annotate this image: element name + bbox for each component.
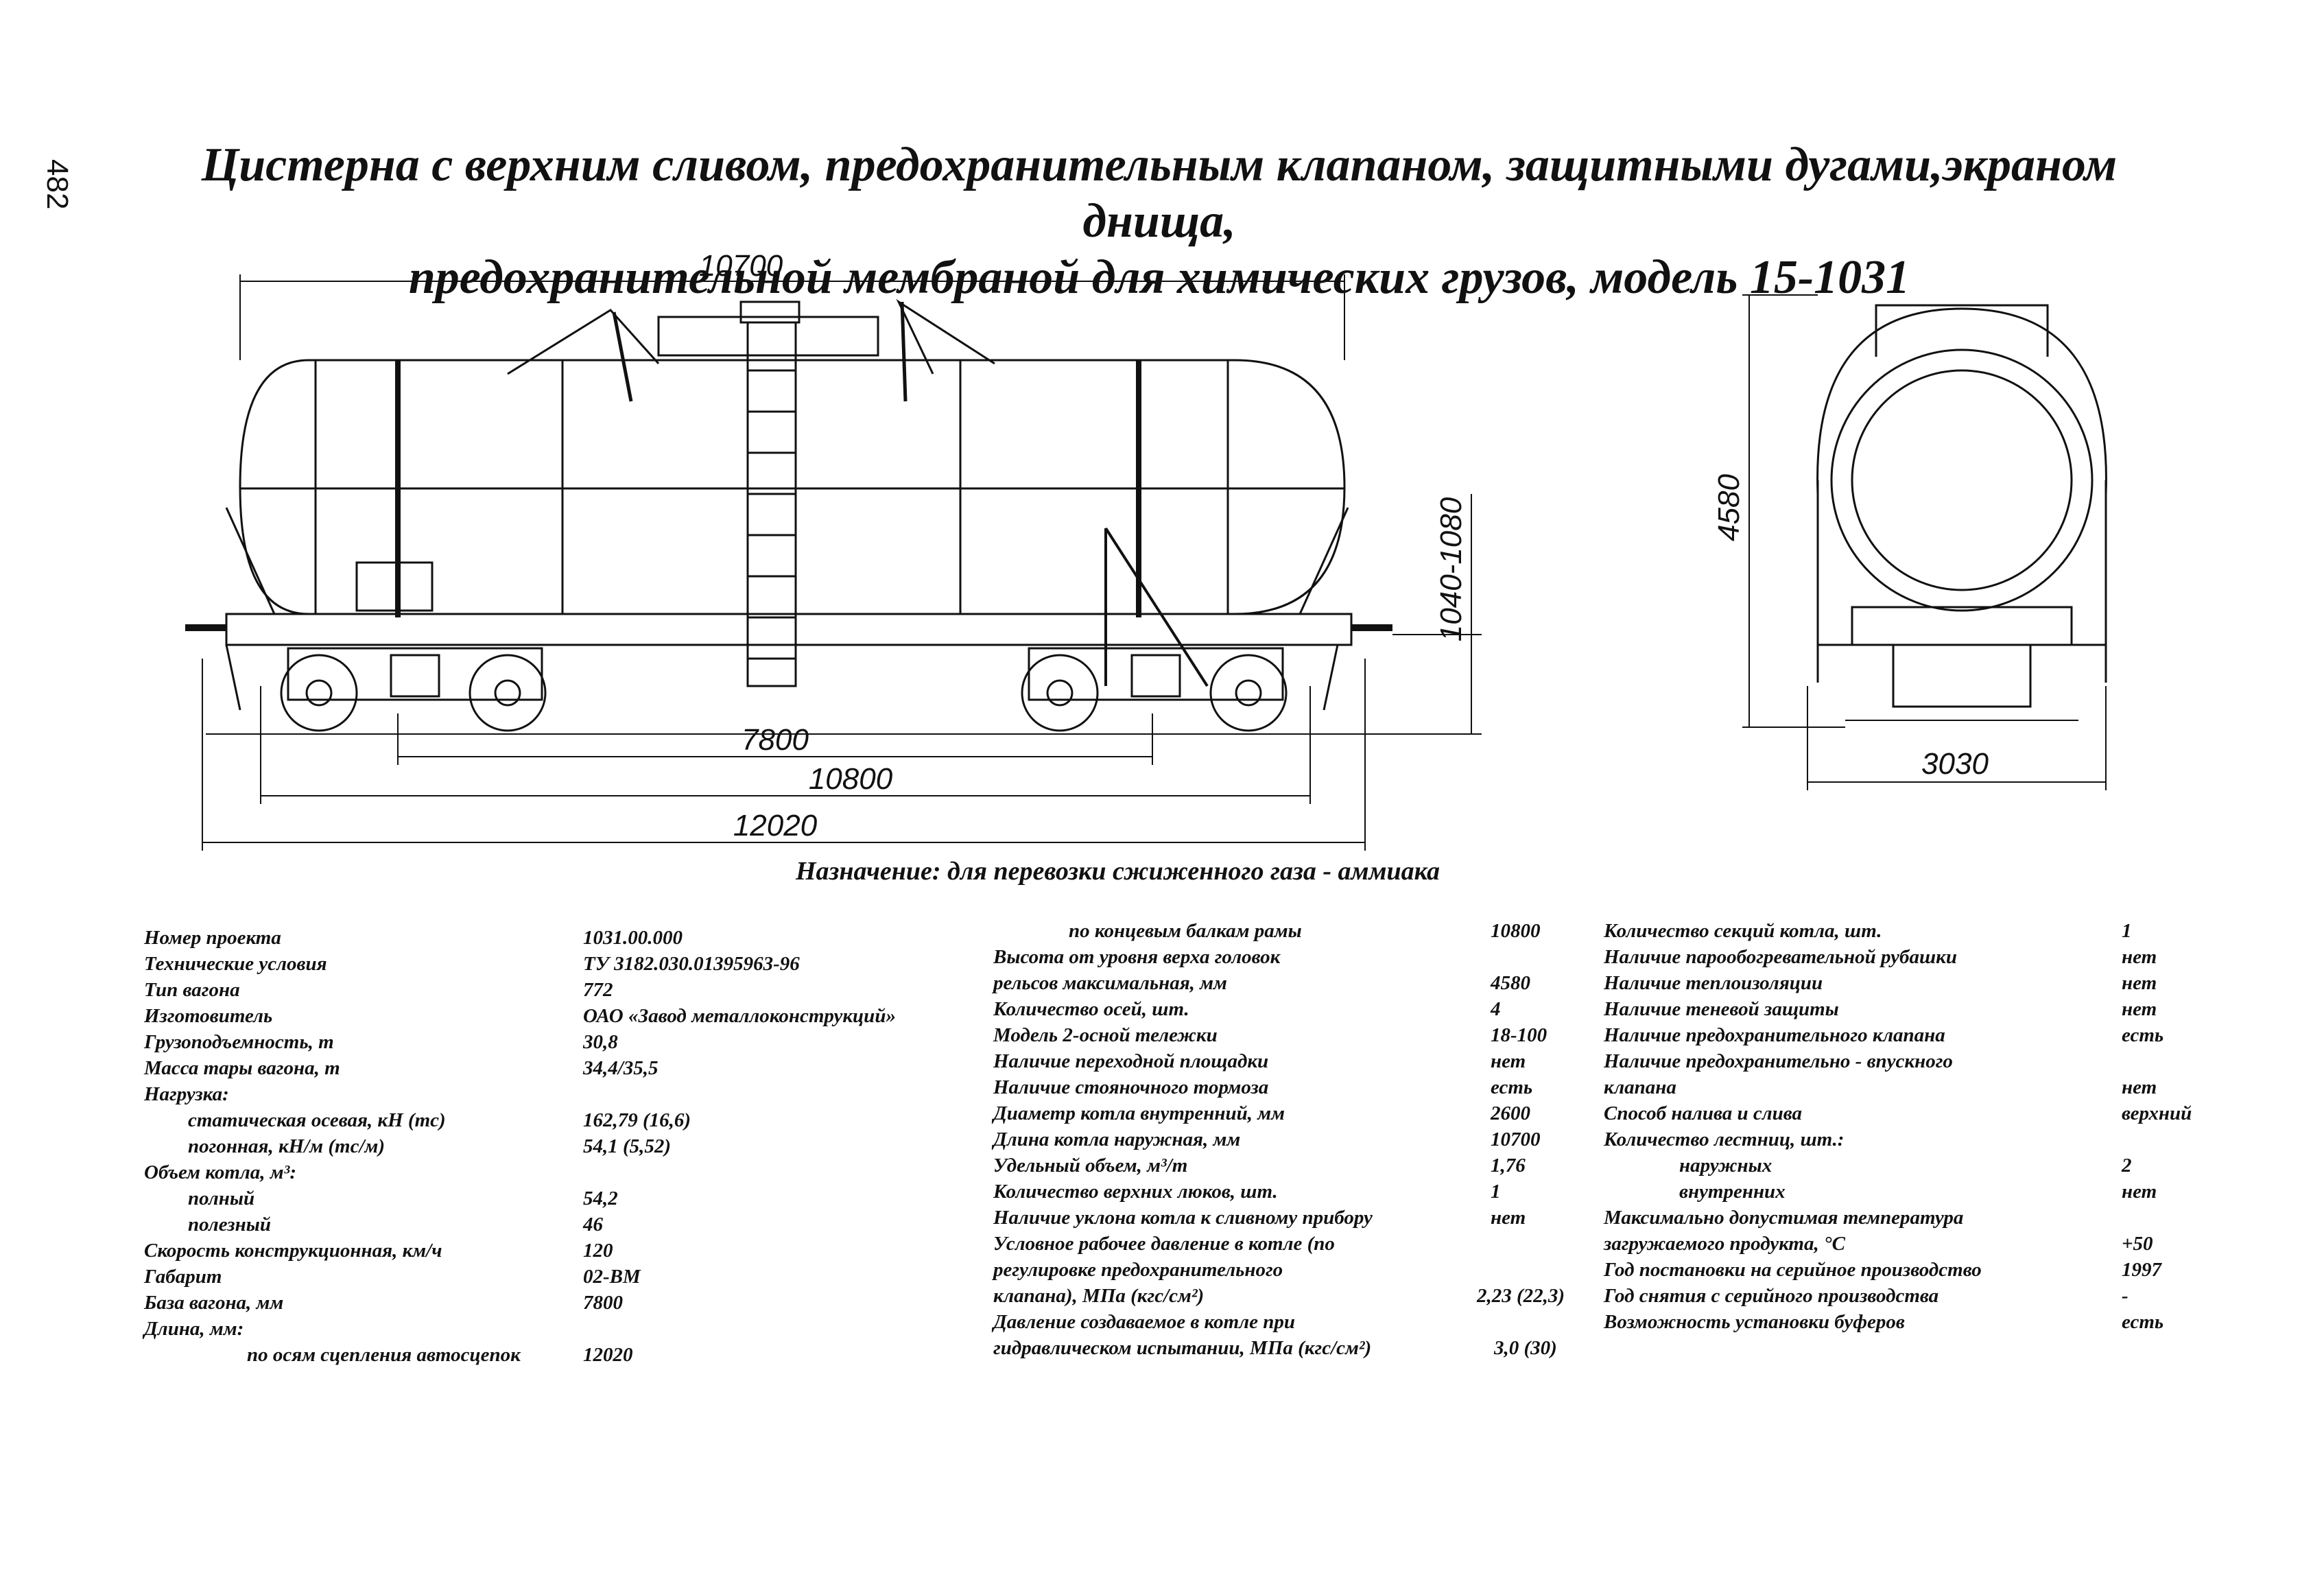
spec-row: загружаемого продукта, °С+50: [1604, 1233, 2153, 1255]
dim-width: 3030: [1921, 747, 1989, 781]
title-line-1: Цистерна с верхним сливом, предохранител…: [201, 139, 2118, 248]
bogie-left: [280, 647, 547, 732]
tank-car-drawing: 10700 7800 10800 12020 1040-1080 4580 30…: [185, 249, 2107, 851]
spec-row: Максимально допустимая температура: [1604, 1207, 1964, 1229]
spec-row: Давление создаваемое в котле при: [993, 1311, 1295, 1333]
end-view: [1816, 304, 2107, 721]
dome-platform: [507, 298, 995, 402]
spec-row: регулировке предохранительного: [993, 1259, 1283, 1281]
spec-row: Условное рабочее давление в котле (по: [993, 1233, 1335, 1255]
dim-coupler-height: 1040-1080: [1434, 497, 1468, 641]
dim-coupler-length: 12020: [733, 809, 818, 842]
underframe: [185, 507, 1392, 711]
spec-row: Количество секций котла, шт.1: [1604, 920, 2132, 942]
dim-boiler-length: 10700: [699, 249, 783, 283]
spec-column-3: Количество секций котла, шт.1 Наличие па…: [1604, 918, 2221, 1335]
bogie-right: [1021, 647, 1288, 732]
brake-box: [355, 561, 434, 612]
ladder: [746, 321, 1209, 687]
boiler-side-view: [239, 359, 1346, 617]
spec-row: Объем котла, м³:: [144, 1161, 296, 1183]
side-dimension-lines: [202, 274, 1482, 851]
spec-row: Наличие предохранительно - впускного: [1604, 1050, 1953, 1072]
spec-row: Длина, мм:: [144, 1318, 244, 1340]
spec-row: Количество верхних люков, шт.1: [993, 1181, 1501, 1203]
spec-row: гидравлическом испытании, МПа (кгс/см²)3…: [993, 1337, 1557, 1359]
spec-row: Высота от уровня верха головок: [993, 946, 1281, 968]
spec-row: статическая осевая, кН (тс)162,79 (16,6): [188, 1109, 691, 1131]
dim-height: 4580: [1712, 474, 1746, 541]
title-line-2: предохранительной мембраной для химическ…: [408, 251, 1910, 304]
spec-row: Количество осей, шт.4: [993, 998, 1501, 1020]
page-title: Цистерна с верхним сливом, предохранител…: [123, 137, 2195, 306]
spec-row: Нагрузка:: [144, 1083, 229, 1105]
dim-base: 7800: [742, 723, 809, 757]
purpose-caption: Назначение: для перевозки сжиженного газ…: [796, 857, 1440, 886]
spec-row: Количество лестниц, шт.:: [1604, 1129, 1845, 1150]
dim-frame-length: 10800: [809, 762, 893, 796]
spec-row: погонная, кН/м (тс/м)54,1 (5,52): [188, 1135, 672, 1157]
spec-row: Год снятия с серийного производства-: [1604, 1285, 2129, 1307]
spec-row: клапана), МПа (кгс/см²)2,23 (22,3): [993, 1285, 1565, 1307]
end-dimension-lines: [1742, 294, 2107, 790]
